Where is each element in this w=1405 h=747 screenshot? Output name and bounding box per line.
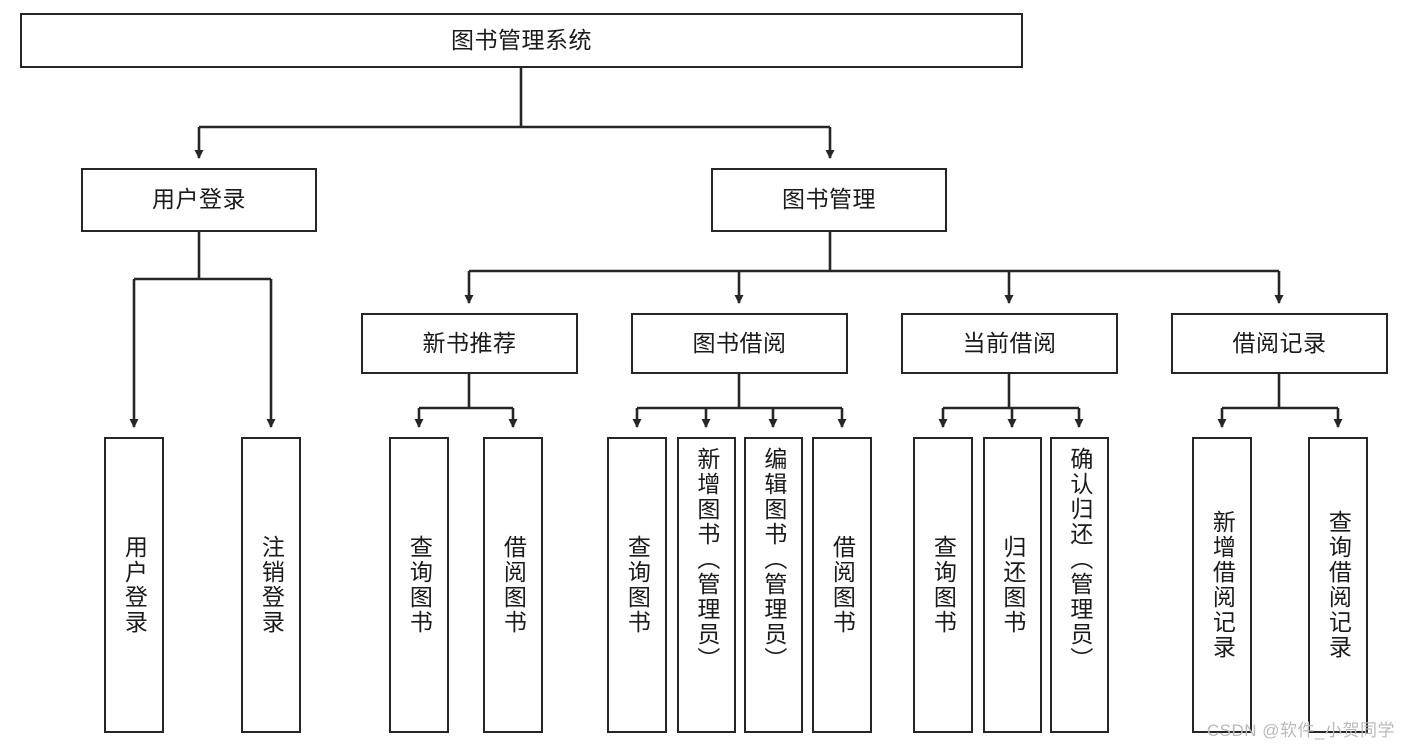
- node-label: 借阅记录: [1232, 329, 1327, 356]
- node-leaf-logout[interactable]: 注销登录: [241, 437, 301, 733]
- node-leaf-borrow-book[interactable]: 借阅图书: [812, 437, 872, 733]
- node-label: 注销登录: [258, 535, 285, 635]
- node-label: 编辑图书（管理员）: [760, 447, 787, 672]
- node-new-book-recommend[interactable]: 新书推荐: [361, 313, 578, 374]
- node-book-management[interactable]: 图书管理: [711, 168, 947, 232]
- node-label: 查询图书: [624, 535, 651, 635]
- node-label: 确认归还（管理员）: [1066, 447, 1093, 672]
- node-leaf-edit-book-admin[interactable]: 编辑图书（管理员）: [744, 437, 803, 733]
- node-label: 新书推荐: [422, 329, 517, 356]
- node-leaf-user-login[interactable]: 用户登录: [104, 437, 164, 733]
- node-leaf-add-book-admin[interactable]: 新增图书（管理员）: [677, 437, 736, 733]
- node-leaf-borrow-book-recommend[interactable]: 借阅图书: [483, 437, 543, 733]
- node-label: 归还图书: [999, 535, 1026, 635]
- node-label: 用户登录: [121, 535, 148, 635]
- node-leaf-query-book-borrow[interactable]: 查询图书: [607, 437, 667, 733]
- node-user-login[interactable]: 用户登录: [81, 168, 317, 232]
- node-leaf-confirm-return-admin[interactable]: 确认归还（管理员）: [1050, 437, 1109, 733]
- node-current-borrow[interactable]: 当前借阅: [901, 313, 1118, 374]
- node-label: 新增图书（管理员）: [693, 447, 720, 672]
- node-label: 新增借阅记录: [1209, 510, 1236, 660]
- node-label: 借阅图书: [500, 535, 527, 635]
- node-leaf-return-book[interactable]: 归还图书: [983, 437, 1042, 733]
- node-label: 用户登录: [152, 186, 246, 213]
- node-leaf-query-book-current[interactable]: 查询图书: [913, 437, 973, 733]
- node-leaf-query-borrow-record[interactable]: 查询借阅记录: [1308, 437, 1368, 733]
- node-label: 借阅图书: [829, 535, 856, 635]
- node-leaf-add-borrow-record[interactable]: 新增借阅记录: [1192, 437, 1252, 733]
- node-label: 当前借阅: [962, 329, 1057, 356]
- node-book-borrow[interactable]: 图书借阅: [631, 313, 848, 374]
- node-label: 查询图书: [930, 535, 957, 635]
- node-borrow-record[interactable]: 借阅记录: [1171, 313, 1388, 374]
- node-label: 图书管理: [782, 186, 876, 213]
- node-label: 图书管理系统: [451, 26, 592, 53]
- node-leaf-query-book-recommend[interactable]: 查询图书: [389, 437, 449, 733]
- node-root-book-management-system[interactable]: 图书管理系统: [20, 13, 1023, 68]
- node-label: 图书借阅: [692, 329, 787, 356]
- node-label: 查询图书: [406, 535, 433, 635]
- node-label: 查询借阅记录: [1325, 510, 1352, 660]
